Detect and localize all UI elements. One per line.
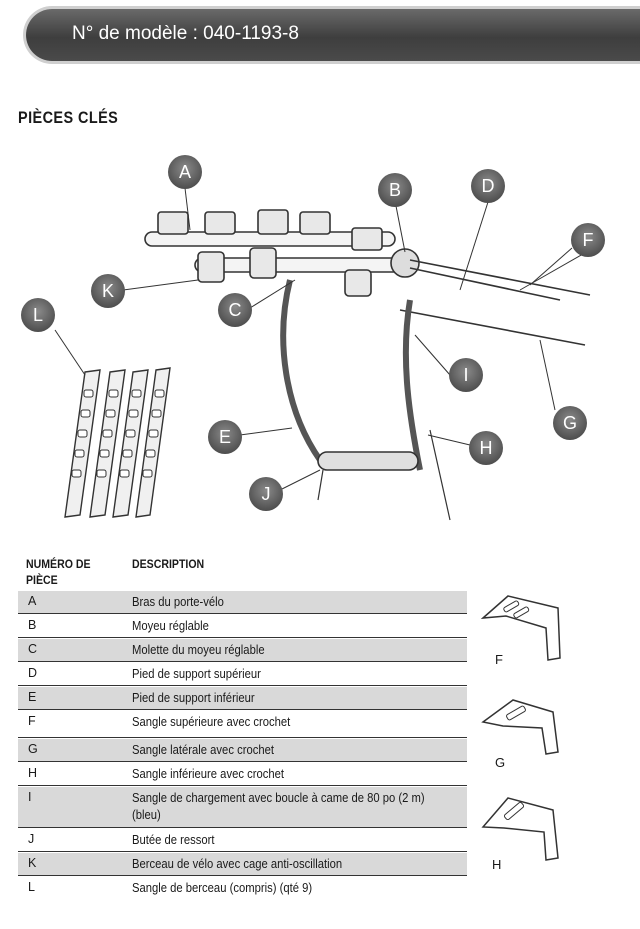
hook-f-illustration — [480, 595, 561, 661]
callout-j: J — [249, 477, 283, 511]
svg-text:G: G — [563, 413, 577, 433]
table-row: D Pied de support supérieur — [18, 663, 467, 686]
table-row: L Sangle de berceau (compris) (qté 9) — [18, 877, 467, 899]
part-number: L — [28, 880, 35, 894]
svg-text:J: J — [262, 484, 271, 504]
upper-support-leg — [409, 259, 591, 296]
part-description: Bras du porte-vélo — [132, 595, 224, 609]
lower-strap-line — [429, 429, 451, 521]
part-description: Sangle de chargement avec boucle à came … — [132, 791, 425, 822]
part-description: Sangle supérieure avec crochet — [132, 715, 291, 729]
part-description: Sangle latérale avec crochet — [132, 743, 274, 757]
lower-support-leg-right — [402, 299, 423, 471]
callout-e: E — [208, 420, 242, 454]
part-description: Sangle de berceau (compris) (qté 9) — [132, 881, 313, 895]
bike-rack-diagram: A B C D E F G H I J K L — [21, 155, 605, 521]
part-description: Molette du moyeu réglable — [132, 643, 265, 657]
spring-stopper — [317, 451, 419, 471]
table-row: A Bras du porte-vélo — [18, 591, 467, 614]
table-row: I Sangle de chargement avec boucle à cam… — [18, 787, 467, 828]
part-number: C — [28, 642, 38, 656]
table-row: C Molette du moyeu réglable — [18, 639, 467, 662]
col-header-description: DESCRIPTION — [132, 557, 205, 571]
svg-text:I: I — [463, 365, 468, 385]
model-number-banner: N° de modèle : 040-1193-8 — [26, 9, 640, 61]
part-number: F — [28, 714, 36, 728]
callout-a: A — [168, 155, 202, 189]
part-number: H — [28, 766, 38, 780]
lower-support-leg-left — [280, 279, 323, 462]
part-number: D — [28, 666, 38, 680]
part-number: B — [28, 618, 37, 632]
table-row: F Sangle supérieure avec crochet — [18, 711, 467, 738]
part-description: Pied de support inférieur — [132, 691, 255, 705]
callout-k: K — [91, 274, 125, 308]
part-number: E — [28, 690, 37, 704]
part-number: K — [28, 856, 37, 870]
part-number: A — [28, 594, 37, 608]
callout-f: F — [571, 223, 605, 257]
svg-text:H: H — [480, 438, 493, 458]
cradle-group — [157, 209, 383, 297]
svg-text:D: D — [482, 176, 495, 196]
svg-text:E: E — [219, 427, 231, 447]
side-strap-line — [399, 309, 586, 346]
part-number: G — [28, 742, 38, 756]
callout-i: I — [449, 358, 483, 392]
adjustable-hub — [390, 248, 420, 278]
table-row: K Berceau de vélo avec cage anti-oscilla… — [18, 853, 467, 876]
hook-g-label: G — [495, 755, 506, 770]
part-number: I — [28, 790, 32, 804]
section-title: PIÈCES CLÉS — [18, 108, 119, 127]
part-number: J — [28, 832, 35, 846]
hook-h-illustration — [481, 797, 559, 861]
svg-text:K: K — [102, 281, 114, 301]
callout-h: H — [469, 431, 503, 465]
part-description: Moyeu réglable — [132, 619, 209, 633]
table-row: H Sangle inférieure avec crochet — [18, 763, 467, 786]
col-header-part-number: NUMÉRO DE PIÈCE — [26, 557, 91, 587]
model-number-label: N° de modèle : 040-1193-8 — [72, 23, 299, 44]
svg-text:L: L — [33, 305, 43, 325]
hook-g-illustration — [481, 699, 559, 755]
callout-d: D — [471, 169, 505, 203]
svg-text:A: A — [179, 162, 191, 182]
table-row: B Moyeu réglable — [18, 615, 467, 638]
part-description: Butée de ressort — [132, 833, 215, 847]
table-row: J Butée de ressort — [18, 829, 467, 852]
callout-l: L — [21, 298, 55, 332]
part-description: Pied de support supérieur — [132, 667, 261, 681]
table-row: G Sangle latérale avec crochet — [18, 739, 467, 762]
svg-text:C: C — [229, 300, 242, 320]
hook-h-label: H — [492, 857, 502, 872]
callout-b: B — [378, 173, 412, 207]
callout-c: C — [218, 293, 252, 327]
svg-text:B: B — [389, 180, 401, 200]
rack-arm-lower — [194, 257, 406, 273]
part-description: Berceau de vélo avec cage anti-oscillati… — [132, 857, 343, 871]
cradle-straps — [64, 367, 171, 518]
hook-f-label: F — [495, 652, 503, 667]
table-row: E Pied de support inférieur — [18, 687, 467, 710]
svg-text:F: F — [583, 230, 594, 250]
part-description: Sangle inférieure avec crochet — [132, 767, 284, 781]
callout-g: G — [553, 406, 587, 440]
